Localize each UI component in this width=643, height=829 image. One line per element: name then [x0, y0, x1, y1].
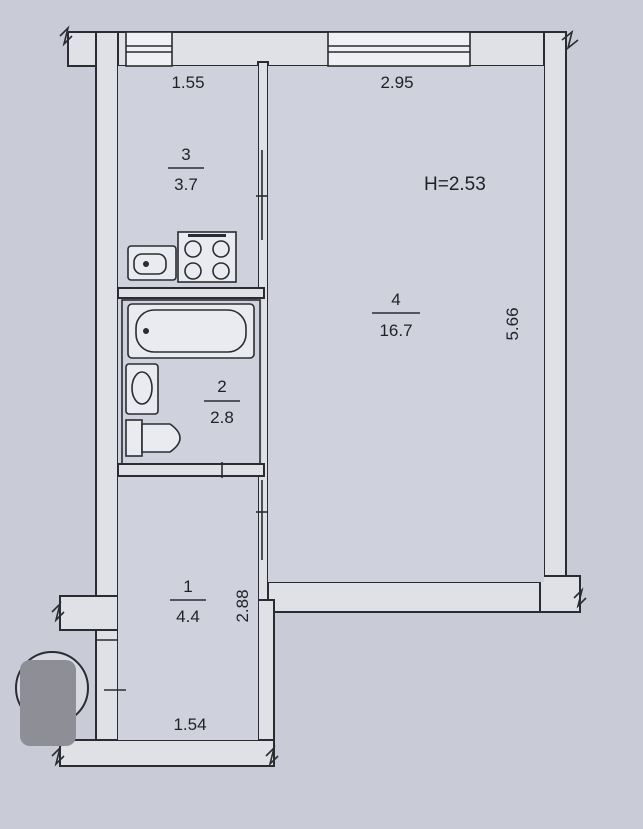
window-kitchen [125, 31, 173, 67]
wall-bottom [59, 739, 275, 767]
wall-right-stub [539, 575, 581, 613]
room-4-area: 16.7 [379, 321, 412, 340]
room-2-number: 2 [217, 377, 226, 396]
toilet-bowl [141, 423, 181, 453]
room-1-number: 1 [183, 577, 192, 596]
toilet-tank [125, 419, 143, 457]
room-3-area: 3.7 [174, 175, 198, 194]
dimension-room-width: 2.95 [380, 73, 413, 92]
bathroom-outline [121, 299, 261, 465]
dimension-room-length: 5.66 [503, 307, 522, 340]
room-4-number: 4 [391, 290, 400, 309]
room-2-area: 2.8 [210, 408, 234, 427]
door-marks [96, 150, 268, 741]
kitchen-fixtures [127, 231, 237, 283]
room-1-hall [118, 476, 258, 740]
break-marks [51, 25, 587, 767]
labels: 1.55 2.95 3 3.7 H=2.53 4 16.7 5.66 2 2.8… [168, 73, 522, 734]
wall-left-stub [59, 595, 119, 631]
kitchen-sink [127, 245, 177, 281]
blurred-stamp [20, 660, 76, 746]
bathroom-fixtures [125, 303, 255, 457]
dimension-kitchen-width: 1.55 [171, 73, 204, 92]
windows [125, 31, 471, 67]
room-1-area: 4.4 [176, 607, 200, 626]
bathtub [127, 303, 255, 359]
stove [177, 231, 237, 283]
wall-bath-hall [117, 463, 265, 477]
dimension-hall-width: 1.54 [173, 715, 206, 734]
room-4-living [268, 66, 544, 582]
wall-kitchen-bath [117, 287, 265, 299]
room-3-number: 3 [181, 145, 190, 164]
ceiling-height: H=2.53 [424, 174, 486, 195]
walls [59, 31, 581, 767]
wall-right [543, 31, 567, 601]
wall-room4-bottom [263, 581, 567, 613]
washbasin [125, 363, 159, 415]
window-room [327, 31, 471, 67]
dimension-hall-length: 2.88 [233, 589, 252, 622]
wall-left [95, 31, 119, 751]
wall-hall-right [257, 599, 275, 751]
